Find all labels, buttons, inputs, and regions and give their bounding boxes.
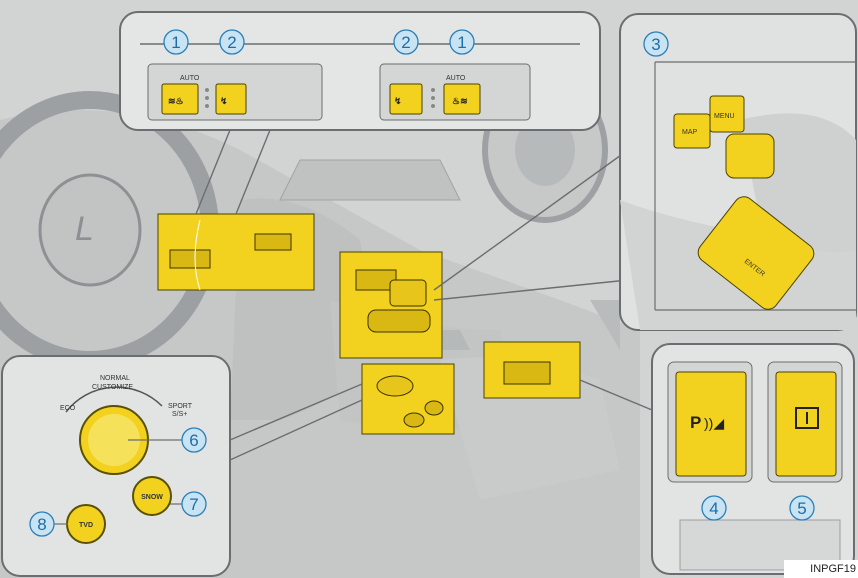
callout-3: 3 [651,35,660,54]
left-seat-buttons [161,83,247,115]
menu-label: MENU [714,113,735,120]
connector-lines [195,124,653,461]
callout-markers: 1 2 2 1 3 4 5 6 7 8 [29,29,815,537]
sport-plus-label: S/S+ [172,411,187,418]
callout-8: 8 [37,515,46,534]
seat-heater-icon: ≋♨ [168,96,184,106]
normal-mode-label: NORMAL [100,375,130,382]
map-label: MAP [682,129,698,136]
controller-highlight [339,251,443,359]
callout-2-left: 2 [227,33,236,52]
callout-2-right: 2 [401,33,410,52]
svg-text:L: L [75,210,94,248]
seat-switch-highlight [157,213,315,291]
customize-mode-label: CUSTOMIZE [92,384,133,391]
sport-mode-label: SPORT [168,403,193,410]
seat-ventilation-icon: ↯ [220,96,228,106]
suspension-icon [795,407,819,429]
parking-switch-panel [651,343,855,575]
auto-label-right: AUTO [446,75,466,82]
parking-sensor-icon: ))◢ [704,415,724,431]
drive-mode-panel [1,355,231,577]
remote-touch-panel [619,13,857,331]
callout-1-right: 1 [457,33,466,52]
auto-label-left: AUTO [180,75,200,82]
switch-highlight [483,341,581,399]
right-seat-buttons [389,83,481,115]
callout-6: 6 [189,431,198,450]
seat-heater-icon: ♨≋ [452,96,468,106]
seat-ventilation-icon: ↯ [394,96,402,106]
eco-mode-label: ECO [60,405,76,412]
figure-code: INPGF19 [784,560,858,578]
snow-label: SNOW [141,494,163,501]
callout-7: 7 [189,495,198,514]
callout-5: 5 [797,499,806,518]
callout-4: 4 [709,499,718,518]
tvd-label: TVD [79,522,93,529]
drive-mode-highlight [361,363,455,435]
callout-1-left: 1 [171,33,180,52]
parking-sensor-label: P [690,413,701,432]
